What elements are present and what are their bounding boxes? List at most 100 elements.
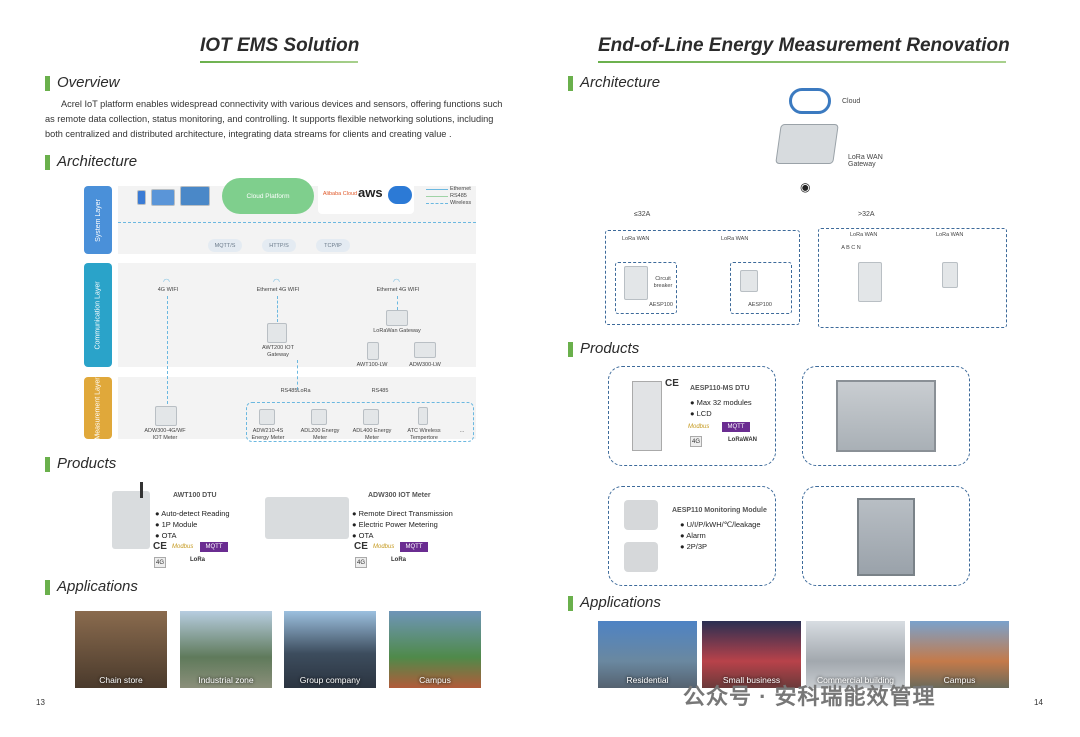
- alibaba-cloud-logo: Alibaba Cloud: [322, 191, 358, 197]
- app-group-company: Group company: [284, 611, 376, 688]
- cloud-icon: [789, 88, 831, 114]
- wifi-icon: ◠: [163, 277, 170, 286]
- awt100-lw-device: [367, 342, 379, 360]
- 4g-badge: 4G: [690, 436, 702, 447]
- antenna: [140, 482, 143, 498]
- ce-badge: CE: [354, 541, 368, 552]
- app-campus-right: Campus: [910, 621, 1009, 688]
- awt100-product-image: [112, 491, 150, 549]
- aesp110-dtu-name: AESP110-MS DTU: [690, 385, 750, 392]
- signal-icon: ◉: [800, 180, 811, 194]
- adw300-bullet: ● Remote Direct Transmission: [352, 509, 453, 518]
- aesp110-dtu-image: [632, 381, 662, 451]
- right-title-rule: [598, 61, 1006, 63]
- phases-label: A B C N: [841, 245, 861, 251]
- circuit-breaker-label: Circuit breaker: [653, 276, 673, 289]
- adl400-meter: [363, 409, 379, 425]
- module-bullet: ● Alarm: [680, 531, 706, 540]
- more-meters: ...: [459, 428, 465, 434]
- legend-ethernet: Ethernet: [450, 186, 471, 192]
- gateway-device: [775, 124, 839, 164]
- adl200-meter: [311, 409, 327, 425]
- legend-ethernet-line: [426, 189, 448, 190]
- comm-line: [277, 296, 278, 322]
- app-small-business: Small business: [702, 621, 801, 688]
- group-large-label: >32A: [858, 211, 875, 218]
- page-number-right: 14: [1034, 698, 1043, 707]
- aesp100-box: [730, 262, 792, 314]
- modbus-badge: Modbus: [688, 424, 710, 430]
- breaker-device: [624, 266, 648, 300]
- comm-line: [167, 296, 168, 404]
- comm-line: [297, 360, 298, 390]
- group-small-label: ≤32A: [634, 211, 651, 218]
- ce-badge: CE: [665, 378, 679, 389]
- ce-badge: CE: [153, 541, 167, 552]
- module-image: [624, 542, 658, 572]
- app-residential: Residential: [598, 621, 697, 688]
- lorawan-gateway-device: [386, 310, 408, 326]
- wifi-icon: ◠: [393, 277, 400, 286]
- overview-heading: Overview: [45, 74, 120, 91]
- comm-line: [397, 296, 398, 310]
- mqtt-badge: MQTT: [722, 422, 750, 432]
- modbus-badge: Modbus: [172, 544, 194, 550]
- cloud-label: Cloud: [842, 98, 861, 105]
- monitor-icon: [180, 186, 210, 206]
- phone-icon: [137, 190, 146, 205]
- lorawan-badge: LoRaWAN: [728, 437, 757, 443]
- tablet-icon: [151, 189, 175, 206]
- breaker-inner-box: [615, 262, 677, 314]
- aesp110-dtu-card: [608, 366, 776, 466]
- measurement-layer-box: Measurement Layer: [84, 377, 112, 439]
- app-commercial-building: Commercial building: [806, 621, 905, 688]
- link-4g-wifi: 4G WIFI: [157, 287, 179, 293]
- dtu-bullet: ● Max 32 modules: [690, 398, 752, 407]
- lora-wan-label: LoRa WAN: [850, 232, 878, 238]
- 4g-badge: 4G: [355, 557, 367, 568]
- bus-lora-label: LoRa: [297, 388, 311, 394]
- adw300-lw-device: [414, 342, 436, 358]
- adw300-product-image: [265, 497, 349, 539]
- awt100-name: AWT100 DTU: [173, 492, 217, 499]
- lora-badge: LoRa: [391, 557, 406, 563]
- adw210-meter: [259, 409, 275, 425]
- large-breaker-box: [818, 228, 1007, 328]
- watermark: 公众号 · 安科瑞能效管理: [683, 684, 936, 709]
- page-number-left: 13: [36, 698, 45, 707]
- aesp100-label: AESP100: [649, 302, 673, 308]
- aesp100-device: [740, 270, 758, 292]
- azure-cloud-icon: [388, 186, 412, 204]
- link-ethernet-4g-wifi: Ethernet 4G WIFI: [256, 287, 300, 293]
- app-campus-left: Campus: [389, 611, 481, 688]
- system-divider: [118, 222, 476, 223]
- adw300-bullet: ● Electric Power Metering: [352, 520, 438, 529]
- lora-wan-label: LoRa WAN: [622, 236, 650, 242]
- bus-rs485-label-2: RS485: [371, 388, 389, 394]
- adw300-4g-meter: [155, 406, 177, 426]
- awt200-device: [267, 323, 287, 343]
- atc-sensor: [418, 407, 428, 425]
- legend-rs485: RS485: [450, 193, 467, 199]
- applications-heading-right: Applications: [568, 594, 661, 611]
- wifi-icon: ◠: [273, 277, 280, 286]
- cabinet-image-card: [802, 486, 970, 586]
- awt100-bullet: ● 1P Module: [155, 520, 198, 529]
- clamp-device: [942, 262, 958, 288]
- applications-heading-left: Applications: [45, 578, 138, 595]
- lora-badge: LoRa: [190, 557, 205, 563]
- architecture-heading-left: Architecture: [45, 153, 137, 170]
- awt100-bullet: ● OTA: [155, 531, 177, 540]
- modbus-badge: Modbus: [373, 544, 395, 550]
- left-title-rule: [200, 61, 358, 63]
- right-title: End-of-Line Energy Measurement Renovatio…: [598, 35, 1010, 56]
- overview-text: Acrel IoT platform enables widespread co…: [45, 99, 503, 139]
- mqtt-badge: MQTT: [200, 542, 228, 552]
- legend-wireless-line: [426, 203, 448, 204]
- aws-logo: aws: [358, 185, 383, 200]
- module-bullet: ● 2P/3P: [680, 542, 708, 551]
- legend-wireless: Wireless: [450, 200, 472, 206]
- cloud-platform: Cloud Platform: [222, 178, 314, 214]
- panel-image-card: [802, 366, 970, 466]
- module-image: [624, 500, 658, 530]
